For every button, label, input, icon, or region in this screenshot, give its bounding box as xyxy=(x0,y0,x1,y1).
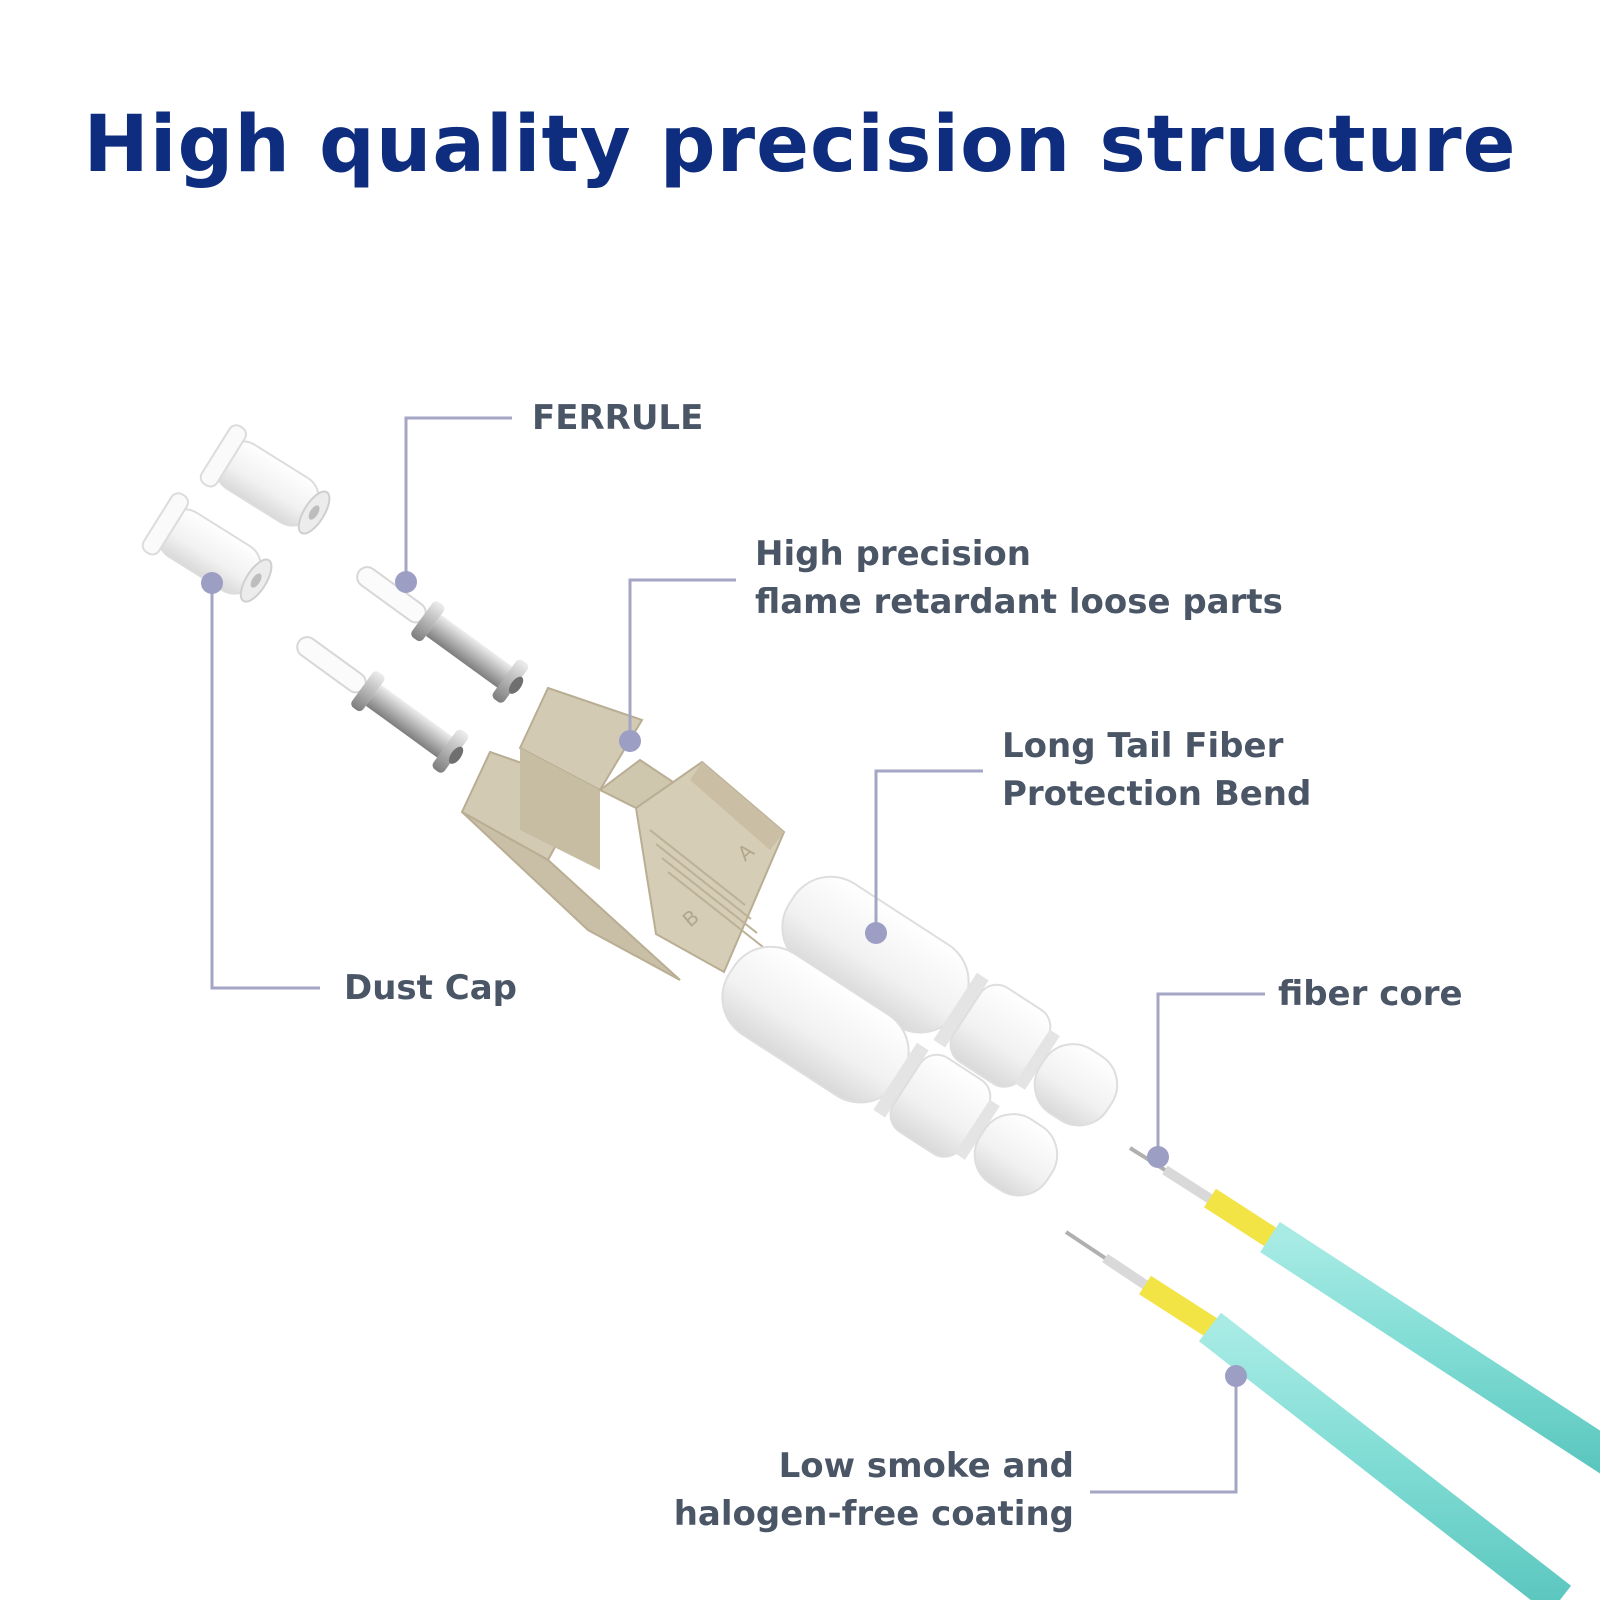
fiber-cable-lower xyxy=(1064,1230,1572,1600)
label-coating: Low smoke and halogen-free coating xyxy=(673,1446,1074,1534)
ferrule-upper xyxy=(356,566,529,703)
coating-leader xyxy=(1090,1376,1238,1494)
label-ferrule: FERRULE xyxy=(532,398,704,438)
loose-parts-leader xyxy=(628,578,736,741)
page-title: High quality precision structure xyxy=(83,100,1517,190)
ferrule-leader xyxy=(404,416,512,582)
boot-upper xyxy=(781,875,1119,1127)
fiber-core-leader xyxy=(1156,992,1265,1157)
loose-parts-dot xyxy=(619,730,641,752)
label-dust-cap: Dust Cap xyxy=(344,968,517,1008)
tail-leader xyxy=(874,769,983,933)
boot-lower xyxy=(721,945,1059,1197)
label-tail-protection: Long Tail Fiber Protection Bend xyxy=(1002,726,1312,814)
ferrule-dot xyxy=(395,571,417,593)
tail-dot xyxy=(865,922,887,944)
fiber-core-dot xyxy=(1147,1146,1169,1168)
coating-dot xyxy=(1225,1365,1247,1387)
label-fiber-core: fiber core xyxy=(1278,974,1463,1014)
dust-cap-dot xyxy=(201,572,223,594)
dust-cap-lower xyxy=(141,492,273,603)
dust-cap-leader xyxy=(210,583,320,990)
lc-housing: A B xyxy=(460,686,786,981)
ferrule-lower xyxy=(296,636,469,773)
dust-cap-upper xyxy=(199,424,331,535)
fiber-cable-upper xyxy=(1128,1146,1600,1474)
label-loose-parts: High precision flame retardant loose par… xyxy=(755,534,1283,622)
leader-dots xyxy=(201,571,1247,1387)
leader-lines xyxy=(210,416,1265,1494)
